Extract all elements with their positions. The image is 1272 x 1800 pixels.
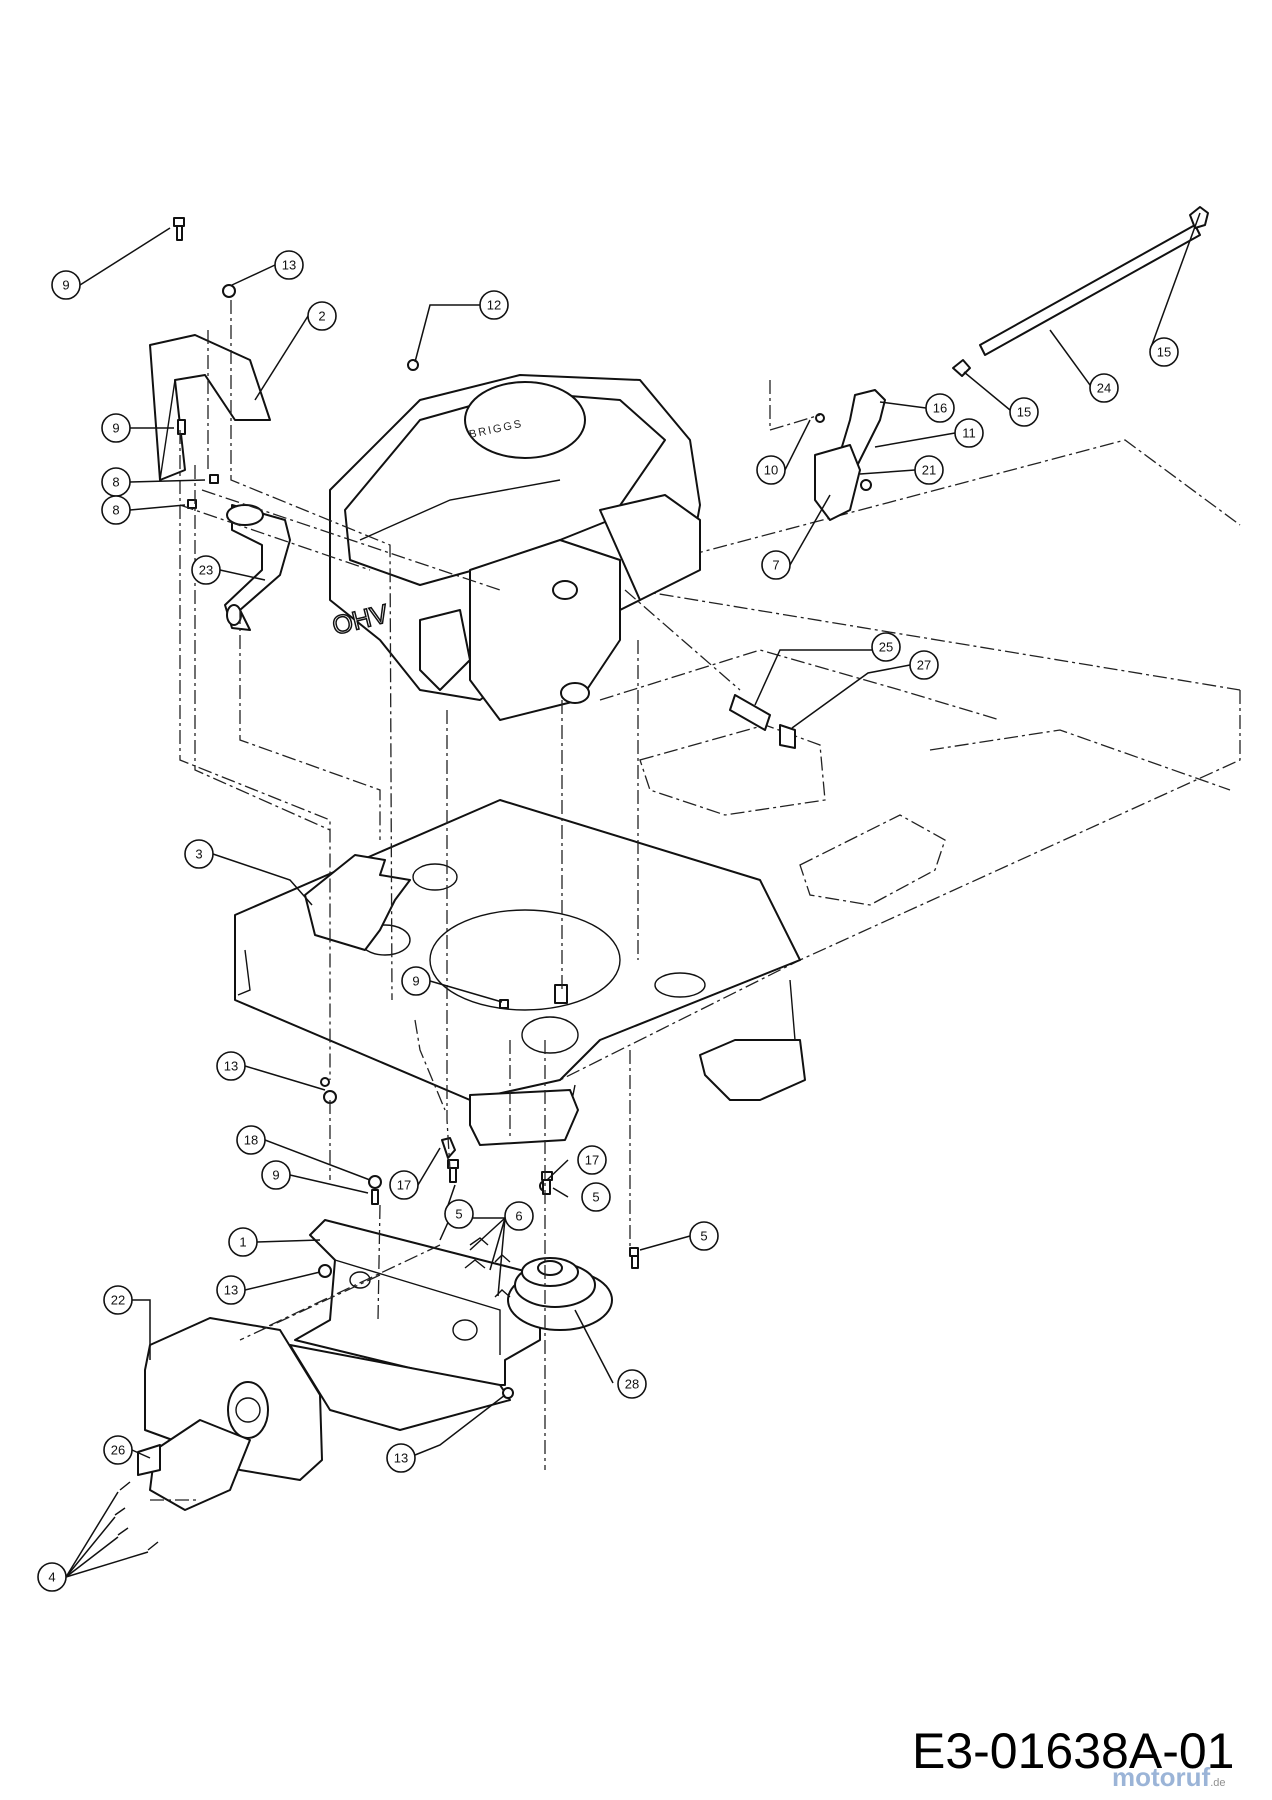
callout-13: 13 xyxy=(274,250,304,280)
svg-text:16: 16 xyxy=(933,401,947,416)
svg-text:13: 13 xyxy=(224,1283,238,1298)
callout-12: 12 xyxy=(479,290,509,320)
svg-text:9: 9 xyxy=(112,421,119,436)
callout-10: 10 xyxy=(756,455,786,485)
svg-text:13: 13 xyxy=(282,258,296,273)
leader-lines xyxy=(65,212,1201,1578)
watermark-tld: .de xyxy=(1210,1777,1226,1789)
callout-8: 8 xyxy=(101,495,131,525)
chassis-frame xyxy=(234,439,1241,1146)
svg-text:15: 15 xyxy=(1157,345,1171,360)
callout-28: 28 xyxy=(617,1369,647,1399)
callout-5: 5 xyxy=(444,1199,474,1229)
svg-text:8: 8 xyxy=(112,503,119,518)
svg-text:10: 10 xyxy=(764,463,778,478)
svg-text:9: 9 xyxy=(62,278,69,293)
callout-13: 13 xyxy=(216,1051,246,1081)
svg-text:5: 5 xyxy=(592,1190,599,1205)
svg-text:22: 22 xyxy=(111,1293,125,1308)
svg-text:4: 4 xyxy=(48,1570,55,1585)
callout-13: 13 xyxy=(216,1275,246,1305)
callout-9: 9 xyxy=(401,966,431,996)
svg-text:6: 6 xyxy=(515,1209,522,1224)
callout-16: 16 xyxy=(925,393,955,423)
svg-text:2: 2 xyxy=(318,309,325,324)
svg-text:24: 24 xyxy=(1097,381,1111,396)
callout-1: 1 xyxy=(228,1227,258,1257)
watermark-name: motoruf xyxy=(1112,1762,1211,1792)
svg-text:5: 5 xyxy=(455,1207,462,1222)
callout-17: 17 xyxy=(577,1145,607,1175)
callout-27: 27 xyxy=(909,650,939,680)
callout-21: 21 xyxy=(914,455,944,485)
callout-22: 22 xyxy=(103,1285,133,1315)
svg-text:5: 5 xyxy=(700,1229,707,1244)
callout-24: 24 xyxy=(1089,373,1119,403)
heat-shield xyxy=(149,334,271,481)
svg-text:17: 17 xyxy=(585,1153,599,1168)
svg-text:26: 26 xyxy=(111,1443,125,1458)
callout-5: 5 xyxy=(689,1221,719,1251)
svg-text:9: 9 xyxy=(412,974,419,989)
drawing-number: E3-01638A-01 xyxy=(912,1723,1235,1779)
connector xyxy=(729,694,796,749)
exhaust-pipe xyxy=(224,504,291,631)
callout-25: 25 xyxy=(871,632,901,662)
engine-mount-plate xyxy=(289,1219,541,1431)
callout-9: 9 xyxy=(261,1160,291,1190)
svg-text:21: 21 xyxy=(922,463,936,478)
callout-3: 3 xyxy=(184,839,214,869)
callout-4: 4 xyxy=(37,1562,67,1592)
svg-text:25: 25 xyxy=(879,640,893,655)
callout-7: 7 xyxy=(761,550,791,580)
callout-11: 11 xyxy=(954,418,984,448)
svg-text:11: 11 xyxy=(962,426,976,441)
pulley xyxy=(507,1257,613,1331)
svg-text:3: 3 xyxy=(195,847,202,862)
svg-text:13: 13 xyxy=(394,1451,408,1466)
svg-text:12: 12 xyxy=(487,298,501,313)
svg-text:9: 9 xyxy=(272,1168,279,1183)
svg-text:28: 28 xyxy=(625,1377,639,1392)
callout-13: 13 xyxy=(386,1443,416,1473)
assembly-lines xyxy=(150,300,821,1501)
callout-18: 18 xyxy=(236,1125,266,1155)
svg-text:8: 8 xyxy=(112,475,119,490)
svg-text:7: 7 xyxy=(772,558,779,573)
callout-15: 15 xyxy=(1149,337,1179,367)
callout-5: 5 xyxy=(581,1182,611,1212)
callout-8: 8 xyxy=(101,467,131,497)
callout-26: 26 xyxy=(103,1435,133,1465)
callout-17: 17 xyxy=(389,1170,419,1200)
callouts: 9 13 2 12 9 8 8 23 15 24 15 xyxy=(37,250,1179,1592)
callout-6: 6 xyxy=(504,1201,534,1231)
engine: BRIGGS OHV xyxy=(328,374,701,721)
callout-2: 2 xyxy=(307,301,337,331)
callout-15: 15 xyxy=(1009,397,1039,427)
svg-text:18: 18 xyxy=(244,1133,258,1148)
svg-text:17: 17 xyxy=(397,1178,411,1193)
watermark-logo: motoruf.de xyxy=(1112,1762,1226,1793)
callout-9: 9 xyxy=(101,413,131,443)
svg-text:23: 23 xyxy=(199,563,213,578)
svg-text:1: 1 xyxy=(239,1235,246,1250)
svg-text:15: 15 xyxy=(1017,405,1031,420)
svg-text:27: 27 xyxy=(917,658,931,673)
callout-9: 9 xyxy=(51,270,81,300)
muffler xyxy=(137,1317,323,1511)
callout-23: 23 xyxy=(191,555,221,585)
throttle-lever-assembly xyxy=(814,389,886,521)
svg-text:13: 13 xyxy=(224,1059,238,1074)
